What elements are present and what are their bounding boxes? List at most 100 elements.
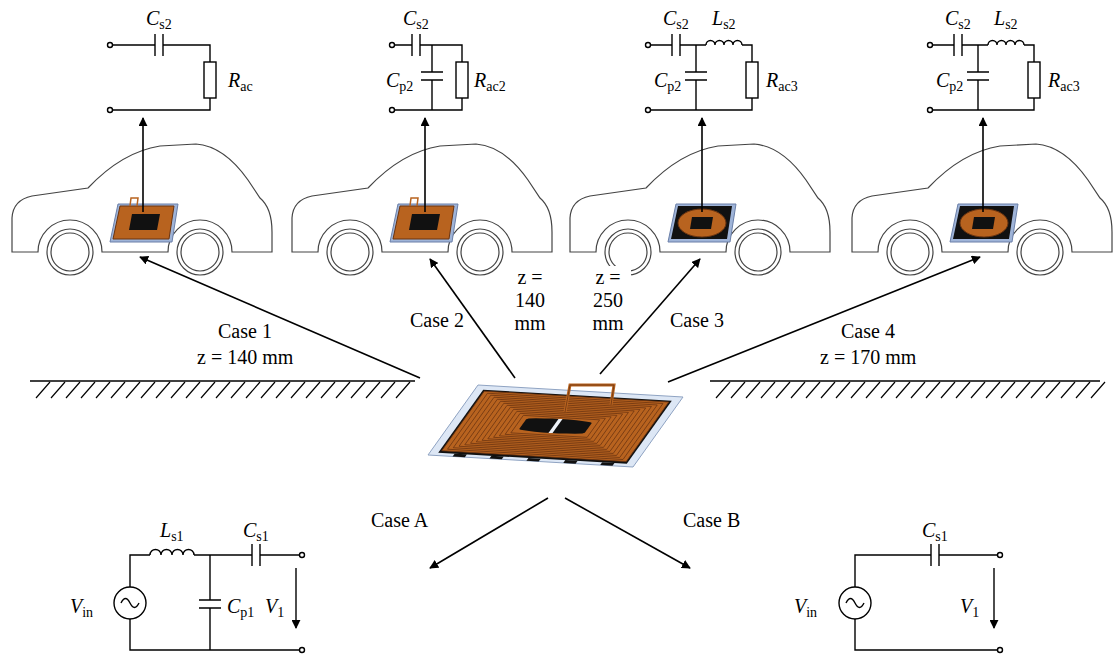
hatch-stroke [381, 382, 395, 398]
hatch-stroke [201, 382, 215, 398]
arrow [701, 118, 703, 212]
hatch-stroke [141, 382, 155, 398]
capacitor-symbol [199, 600, 221, 608]
hatch-stroke [261, 382, 275, 398]
hatch-stroke [306, 382, 320, 398]
receiver-pad [390, 198, 458, 242]
coil-winding [505, 413, 605, 439]
component-symbol: Cp2 [935, 69, 964, 92]
hatch-stroke [111, 382, 125, 398]
car-outline [570, 144, 830, 275]
capacitor-symbol [672, 34, 680, 56]
hatch-stroke [746, 382, 760, 398]
hatch-stroke [216, 382, 230, 398]
hatch-stroke [956, 382, 970, 398]
component-symbol: V1 [264, 595, 285, 618]
capacitor-symbol [252, 544, 260, 566]
case-label: Case 2 [409, 309, 465, 332]
capacitor-symbol [954, 34, 962, 56]
center-core [519, 418, 592, 433]
source-wave [121, 599, 139, 608]
hatch-stroke [881, 382, 895, 398]
arrow [565, 498, 690, 568]
hatch-stroke [1031, 382, 1045, 398]
terminal [646, 108, 651, 113]
resistor-symbol [746, 62, 758, 98]
distance-label: z = 170 mm [819, 346, 917, 369]
inductor-symbol [988, 41, 1024, 46]
coil-winding [453, 395, 657, 457]
hatch-stroke [1001, 382, 1015, 398]
terminal [108, 43, 113, 48]
arrow [142, 118, 144, 212]
hatch-stroke [971, 382, 985, 398]
hatch-stroke [911, 382, 925, 398]
transmitter-pad [428, 385, 683, 467]
source-symbol [114, 587, 146, 619]
capacitor-symbol [155, 34, 163, 56]
terminal [928, 108, 933, 113]
capacitor-symbol [421, 72, 443, 80]
hatch-stroke [986, 382, 1000, 398]
hatch-stroke [66, 382, 80, 398]
wire [209, 555, 210, 650]
component-symbol: Rac [227, 69, 254, 92]
component-symbol: Cs1 [921, 519, 949, 542]
inductor-symbol [706, 41, 742, 46]
hatch-stroke [1046, 382, 1060, 398]
resistor-symbol [456, 62, 468, 98]
terminal [390, 108, 395, 113]
source-wave [846, 599, 864, 608]
ferrite-tab [563, 460, 577, 464]
arrow [140, 257, 420, 378]
hatch-stroke [1016, 382, 1030, 398]
source-symbol [839, 587, 871, 619]
hatch-stroke [336, 382, 350, 398]
component-symbol: Vin [793, 595, 818, 618]
hatch-stroke [806, 382, 820, 398]
hatch-stroke [81, 382, 95, 398]
coil-winding [442, 391, 669, 461]
hatch-stroke [896, 382, 910, 398]
hatch-stroke [821, 382, 835, 398]
hatch-stroke [851, 382, 865, 398]
case-label: Case B [682, 509, 741, 532]
coil-winding [471, 401, 640, 451]
hatch-stroke [716, 382, 730, 398]
distance-label: z = 140 mm [507, 266, 553, 335]
ground-line [30, 380, 415, 382]
hatch-stroke [1061, 382, 1075, 398]
terminal [300, 553, 305, 558]
circuit-schematics [108, 34, 1041, 653]
ferrite-tab [600, 462, 614, 466]
coil-winding [465, 399, 646, 453]
component-symbol: Cp1 [226, 595, 255, 618]
hatch-stroke [246, 382, 260, 398]
hatch-stroke [941, 382, 955, 398]
car-outline [12, 144, 272, 275]
component-symbol: Ls2 [993, 7, 1019, 30]
hatch-stroke [51, 382, 65, 398]
wire [977, 45, 978, 110]
hatch-stroke [926, 382, 940, 398]
terminal [300, 648, 305, 653]
car-outline [292, 144, 552, 275]
capacitor-symbol [967, 72, 989, 80]
base-plate [428, 385, 683, 467]
hatch-stroke [366, 382, 380, 398]
arrow [668, 257, 980, 382]
case-label: Case 3 [669, 309, 725, 332]
wire [695, 45, 696, 110]
component-symbol: Cs2 [944, 7, 972, 30]
component-symbol: Rac3 [765, 69, 799, 92]
component-symbol: Ls1 [159, 519, 185, 542]
receiver-pad [950, 204, 1018, 242]
ground-line [710, 380, 1100, 382]
receiver-pad [110, 198, 178, 242]
hatch-stroke [36, 382, 50, 398]
hatch-stroke [731, 382, 745, 398]
hatch-stroke [186, 382, 200, 398]
component-symbol: Cs2 [662, 7, 690, 30]
resistor-symbol [204, 62, 216, 98]
